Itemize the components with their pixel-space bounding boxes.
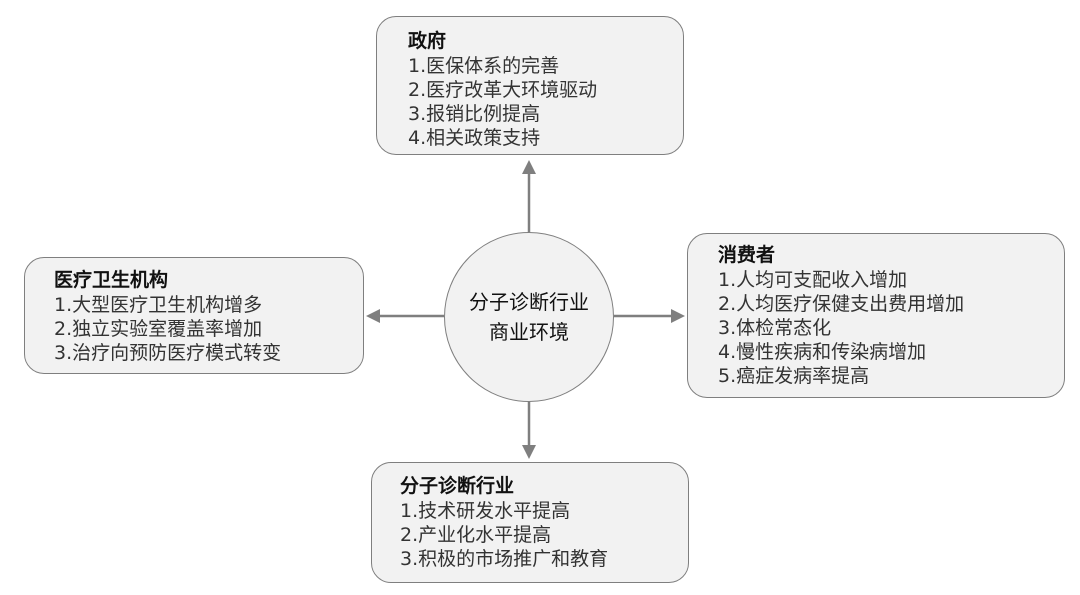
list-item: 2.产业化水平提高 <box>400 524 552 546</box>
consumers-box: 消费者 1.人均可支配收入增加 2.人均医疗保健支出费用增加 3.体检常态化 4… <box>687 233 1065 398</box>
industry-title: 分子诊断行业 <box>400 475 515 497</box>
consumers-title: 消费者 <box>718 244 776 266</box>
government-list: 1.医保体系的完善 2.医疗改革大环境驱动 3.报销比例提高 4.相关政策支持 <box>408 54 683 150</box>
list-item: 3.体检常态化 <box>718 317 832 339</box>
list-item: 2.医疗改革大环境驱动 <box>408 79 598 101</box>
center-label-line2: 商业环境 <box>489 320 569 344</box>
list-item: 2.独立实验室覆盖率增加 <box>54 318 263 340</box>
consumers-list: 1.人均可支配收入增加 2.人均医疗保健支出费用增加 3.体检常态化 4.慢性疾… <box>718 268 1064 388</box>
list-item: 5.癌症发病率提高 <box>718 365 870 387</box>
industry-list: 1.技术研发水平提高 2.产业化水平提高 3.积极的市场推广和教育 <box>400 499 688 571</box>
arrowhead-left <box>366 309 380 323</box>
list-item: 1.人均可支配收入增加 <box>718 269 908 291</box>
list-item: 3.报销比例提高 <box>408 103 541 125</box>
government-box: 政府 1.医保体系的完善 2.医疗改革大环境驱动 3.报销比例提高 4.相关政策… <box>376 16 684 155</box>
list-item: 4.相关政策支持 <box>408 127 541 149</box>
list-item: 2.人均医疗保健支出费用增加 <box>718 293 965 315</box>
center-label-line1: 分子诊断行业 <box>469 290 589 314</box>
list-item: 3.治疗向预防医疗模式转变 <box>54 342 282 364</box>
list-item: 1.大型医疗卫生机构增多 <box>54 294 263 316</box>
list-item: 1.医保体系的完善 <box>408 55 560 77</box>
list-item: 3.积极的市场推广和教育 <box>400 548 609 570</box>
center-hub: 分子诊断行业 商业环境 <box>444 232 614 402</box>
arrowhead-up <box>522 160 536 174</box>
arrowhead-right <box>671 309 685 323</box>
industry-box: 分子诊断行业 1.技术研发水平提高 2.产业化水平提高 3.积极的市场推广和教育 <box>371 462 689 583</box>
medical-institutions-list: 1.大型医疗卫生机构增多 2.独立实验室覆盖率增加 3.治疗向预防医疗模式转变 <box>54 293 363 365</box>
medical-institutions-box: 医疗卫生机构 1.大型医疗卫生机构增多 2.独立实验室覆盖率增加 3.治疗向预防… <box>24 257 364 374</box>
medical-institutions-title: 医疗卫生机构 <box>54 269 169 291</box>
government-title: 政府 <box>408 30 447 52</box>
list-item: 1.技术研发水平提高 <box>400 500 571 522</box>
arrowhead-down <box>522 445 536 459</box>
list-item: 4.慢性疾病和传染病增加 <box>718 341 927 363</box>
